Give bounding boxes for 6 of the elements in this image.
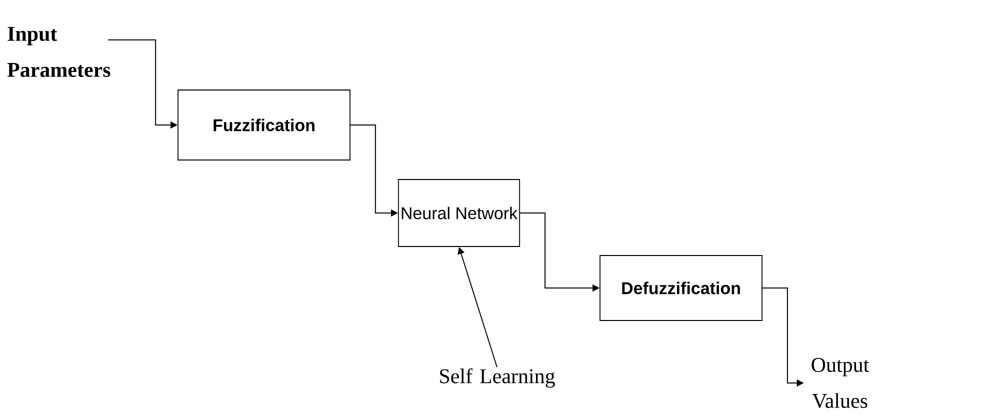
text-label: Self Learning [440,368,555,388]
text-label: Input Parameters [7,27,110,77]
process-box: Defuzzification [600,255,762,321]
process-box: Neural Network [398,179,520,247]
text-label: Output Values [812,358,870,408]
process-box: Fuzzification [178,90,350,160]
